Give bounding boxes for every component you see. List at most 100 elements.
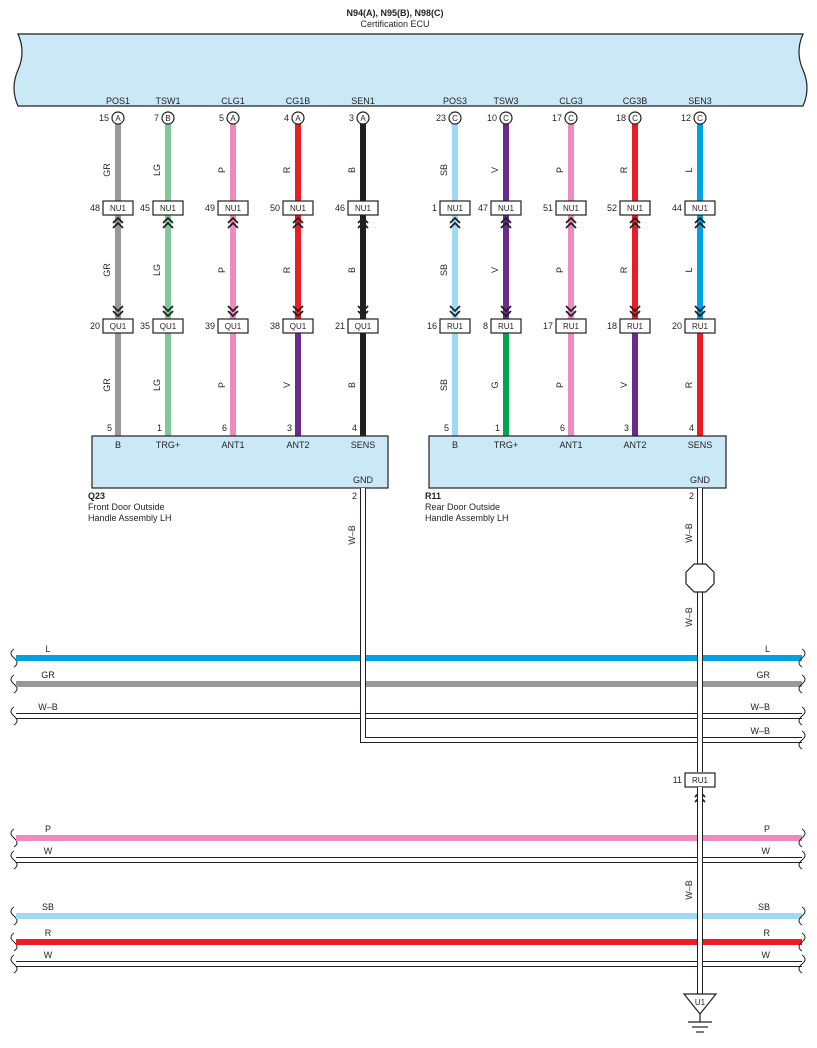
device-r11-name-line1: Rear Door Outside — [425, 502, 500, 512]
device-q23-name-line2: Handle Assembly LH — [88, 513, 172, 523]
circuit-pos3-ecu-pin-number: 23 — [436, 113, 446, 123]
bus-5-label-right: W — [762, 846, 771, 856]
circuit-sen3-junction-lower-id: RU1 — [692, 322, 709, 331]
circuit-clg3-ecu-connector-circle — [564, 111, 578, 125]
circuit-cg3b-ecu-pin-name: CG3B — [623, 96, 648, 106]
circuit-pos1-junction-lower-id: QU1 — [110, 322, 127, 331]
circuit-pos3-inline-up-chevron — [449, 216, 461, 229]
circuit-sen3-junction-upper-id: NU1 — [692, 204, 709, 213]
circuit-tsw3-junction-upper-id: NU1 — [498, 204, 515, 213]
circuit-pos3-inline-down-chevron — [449, 305, 461, 318]
circuit-pos1-junction-upper-box — [102, 200, 134, 216]
bus-8-break-right — [798, 954, 806, 974]
circuit-cg1b-junction-upper-box — [282, 200, 314, 216]
circuit-tsw3-ecu-pin-number: 10 — [487, 113, 497, 123]
circuit-clg3-inline-down-chevron — [565, 305, 577, 318]
bus-1-label-left: GR — [41, 670, 55, 680]
rear-ground-junction-number: 11 — [673, 775, 682, 785]
circuit-tsw1-device-pin-number: 1 — [157, 423, 162, 433]
device-r11-id: R11 — [425, 491, 441, 501]
circuit-pos3-junction-upper-box — [439, 200, 471, 216]
circuit-cg1b-ecu-pin-name: CG1B — [286, 96, 311, 106]
device-pin-b: B — [115, 440, 121, 450]
circuit-tsw1-ecu-pin-name: TSW1 — [155, 96, 180, 106]
circuit-clg3-junction-lower-box — [555, 318, 587, 334]
circuit-cg3b-junction-upper-number: 52 — [607, 203, 617, 213]
circuit-pos3-junction-lower-box — [439, 318, 471, 334]
circuit-sen1-ecu-connector-circle — [356, 111, 370, 125]
circuit-clg1-ecu-pin-number: 5 — [219, 113, 224, 123]
circuit-cg1b-device-pin-number: 3 — [287, 423, 292, 433]
circuit-cg3b-junction-upper-id: NU1 — [627, 204, 644, 213]
circuit-pos1-ecu-connector-circle — [111, 111, 125, 125]
circuit-clg1-device-pin-number: 6 — [222, 423, 227, 433]
bus-0-break-left — [10, 648, 18, 668]
circuit-tsw3-junction-lower-id: RU1 — [498, 322, 515, 331]
circuit-pos1-junction-lower-box — [102, 318, 134, 334]
circuit-cg3b-junction-upper-box — [619, 200, 651, 216]
circuit-tsw3-color-upper: V — [490, 167, 500, 173]
circuit-tsw3-color-lower: G — [490, 381, 500, 388]
circuit-clg1-junction-upper-id: NU1 — [225, 204, 242, 213]
circuit-clg3-device-pin-number: 6 — [560, 423, 565, 433]
circuit-sen3-junction-upper-box — [684, 200, 716, 216]
ecu-block — [13, 33, 808, 107]
rear-ground-color-lower: W–B — [684, 880, 694, 900]
circuit-cg1b-junction-lower-id: QU1 — [290, 322, 307, 331]
rear-ground-color-middle: W–B — [684, 607, 694, 627]
circuit-tsw1-junction-upper-box — [152, 200, 184, 216]
circuit-clg3-ecu-pin-name: CLG3 — [559, 96, 583, 106]
circuit-tsw3-junction-lower-box — [490, 318, 522, 334]
bus-5-break-right — [798, 850, 806, 870]
bus-8-label-left: W — [44, 950, 53, 960]
device-q23-gnd-number: 2 — [352, 491, 357, 501]
bus-8-break-left — [10, 954, 18, 974]
ecu-name: Certification ECU — [360, 19, 429, 29]
circuit-sen1-ecu-pin-number: 3 — [349, 113, 354, 123]
circuit-tsw3-inline-down-chevron — [500, 305, 512, 318]
circuit-clg3-junction-lower-number: 17 — [543, 321, 553, 331]
circuit-sen1-junction-lower-number: 21 — [335, 321, 345, 331]
circuit-clg3-junction-lower-id: RU1 — [563, 322, 580, 331]
bus-5-label-left: W — [44, 846, 53, 856]
bus-8-label-right: W — [762, 950, 771, 960]
circuit-pos3-junction-upper-number: 1 — [432, 203, 437, 213]
front-ground-wire — [361, 488, 366, 742]
circuit-sen1-junction-upper-box — [347, 200, 379, 216]
bus-4-break-right — [798, 828, 806, 848]
device-q23-gnd-pin: GND — [353, 475, 374, 485]
circuit-pos1-ecu-pin-number: 15 — [99, 113, 109, 123]
bus-0-label-right: L — [765, 644, 770, 654]
circuit-clg3-ecu-pin-number: 17 — [552, 113, 562, 123]
circuit-cg1b-inline-up-chevron — [292, 216, 304, 229]
bus-7-break-left — [10, 932, 18, 952]
circuit-tsw1-inline-up-chevron — [162, 216, 174, 229]
circuit-sen1-ecu-connector-letter: A — [360, 114, 366, 123]
circuit-pos3-ecu-connector-letter: C — [452, 114, 458, 123]
bus-2-label-left: W–B — [38, 702, 58, 712]
device-pin-sens: SENS — [688, 440, 713, 450]
circuit-clg3-color-middle: P — [555, 267, 565, 273]
circuit-sen3-inline-down-chevron — [694, 305, 706, 318]
circuit-pos1-inline-up-chevron — [112, 216, 124, 229]
circuit-tsw1-ecu-pin-number: 7 — [154, 113, 159, 123]
circuit-tsw1-color-lower: LG — [152, 379, 162, 391]
ecu-connector-ids: N94(A), N95(B), N98(C) — [346, 8, 443, 18]
bus-4-break-left — [10, 828, 18, 848]
circuit-pos3-ecu-pin-name: POS3 — [443, 96, 467, 106]
circuit-sen1-junction-upper-number: 46 — [335, 203, 345, 213]
device-r11-gnd-pin: GND — [690, 475, 711, 485]
device-r11-block — [428, 435, 727, 489]
circuit-sen3-color-upper: L — [684, 167, 694, 172]
circuit-pos1-junction-lower-number: 20 — [90, 321, 100, 331]
circuit-clg1-junction-lower-id: QU1 — [225, 322, 242, 331]
bus-1-break-left — [10, 674, 18, 694]
circuit-cg1b-junction-upper-number: 50 — [270, 203, 280, 213]
circuit-clg1-junction-lower-number: 39 — [205, 321, 215, 331]
circuit-pos3-junction-lower-number: 16 — [427, 321, 437, 331]
circuit-pos1-color-middle: GR — [102, 263, 112, 277]
device-pin-ant2: ANT2 — [623, 440, 646, 450]
device-pin-trg+: TRG+ — [494, 440, 518, 450]
bus-2-break-right — [798, 706, 806, 726]
